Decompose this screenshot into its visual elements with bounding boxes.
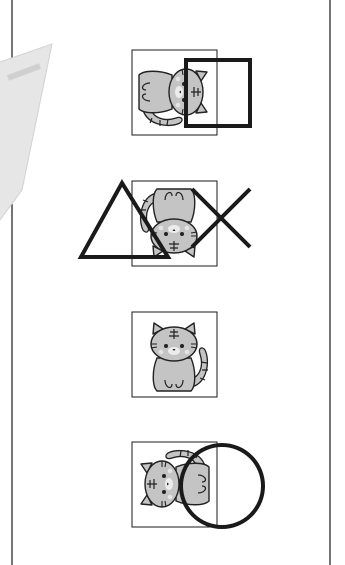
row-1 [132,50,250,135]
row-2 [81,181,250,266]
row-3 [132,312,217,397]
row-4 [132,442,263,527]
